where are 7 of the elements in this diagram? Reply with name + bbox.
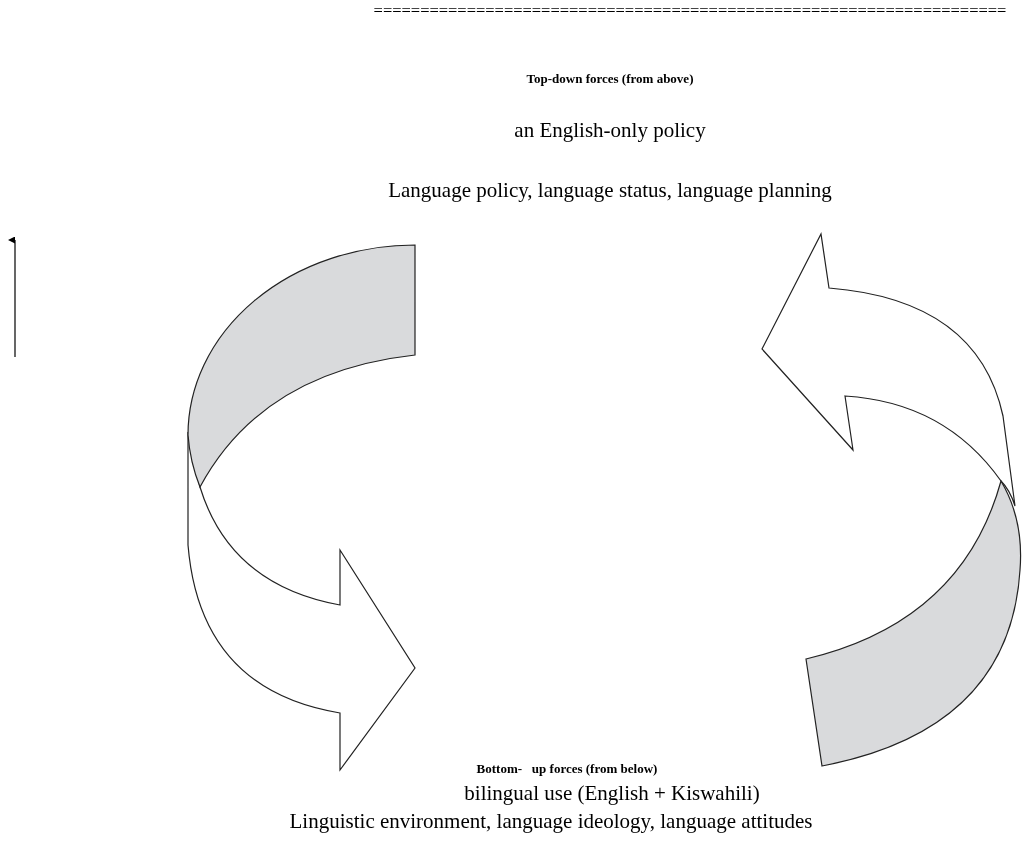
divider-rule-text: ==================================================================== <box>373 2 1007 21</box>
label-text: Language policy, language status, language planning <box>388 179 832 203</box>
heading: Top-down forces (from above) <box>526 72 694 87</box>
label-text: an English-only policy <box>514 119 706 143</box>
label-text: bilingual use (English + Kiswahili) <box>464 782 760 806</box>
heading: Bottom- up forces (from below) <box>476 762 658 777</box>
label-text: Linguistic environment, language ideology, language attitudes <box>289 810 813 834</box>
